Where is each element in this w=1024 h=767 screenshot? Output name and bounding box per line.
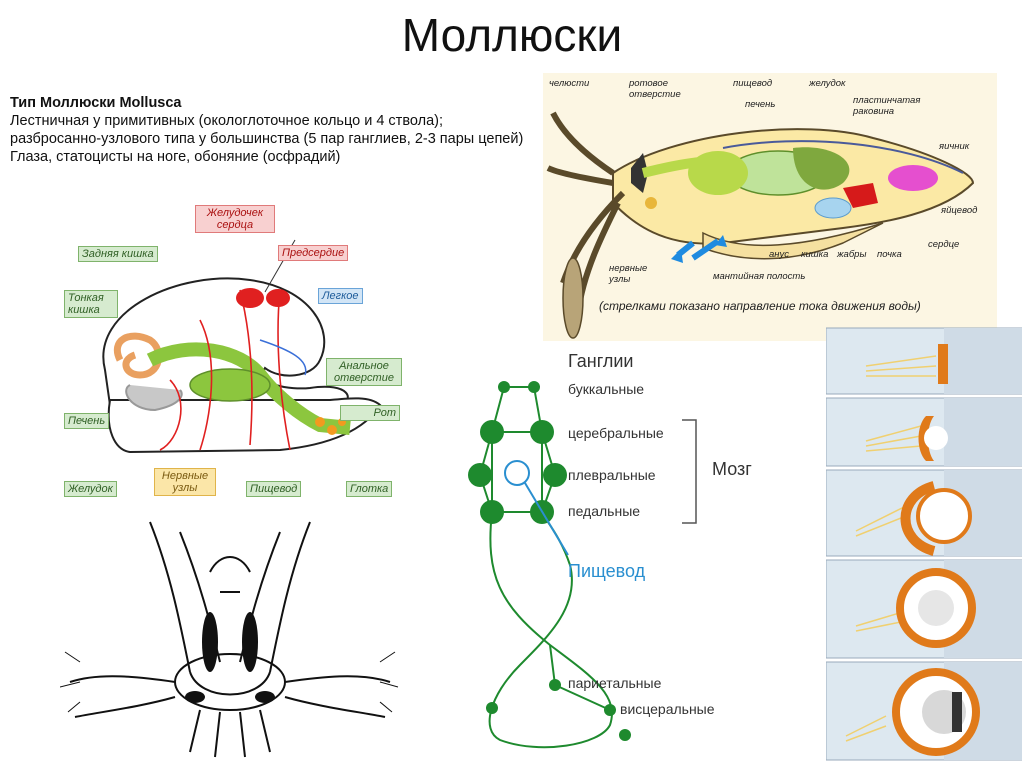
label-heart-ventricle: Желудочек сердца	[195, 205, 275, 233]
ceph-label-kidney: почка	[877, 249, 902, 260]
nervous-system-sketch	[59, 521, 399, 758]
label-atrium: Предсердие	[278, 245, 349, 261]
ganglia-pleural: плевральные	[568, 467, 656, 483]
ganglia-visceral: висцеральные	[620, 701, 715, 717]
ceph-label-heart: сердце	[928, 239, 960, 250]
ceph-label-ovary: яичник	[939, 141, 970, 152]
ganglia-diagram: Ганглии буккальные церебральные плевраль…	[460, 345, 790, 760]
description-line-2: Глаза, статоцисты на ноге, обоняние (осф…	[10, 149, 341, 165]
ganglia-esophagus: Пищевод	[568, 561, 646, 581]
label-esophagus: Пищевод	[246, 481, 302, 497]
ganglia-buccal: буккальные	[568, 381, 645, 397]
description-heading: Тип Моллюски Mollusca	[10, 95, 182, 111]
ceph-label-mouth-opening: ротовое отверстие	[629, 78, 681, 100]
label-hind-gut: Задняя кишка	[78, 246, 158, 262]
nervous-system-drawing	[59, 512, 400, 762]
label-pharynx: Глотка	[346, 481, 393, 497]
ceph-label-mantle-cavity: мантийная полость	[713, 271, 806, 282]
ganglia-cerebral: церебральные	[568, 425, 664, 441]
label-small-intestine: Тонкая кишка	[64, 290, 118, 318]
ceph-label-nerve-nodes: нервные узлы	[609, 263, 648, 285]
eye-evolution-drawing	[825, 327, 1023, 761]
ganglia-header: Ганглии	[568, 351, 634, 371]
description-text: Тип Моллюски Mollusca Лестничная у прими…	[10, 94, 530, 166]
snail-drawing	[102, 239, 382, 454]
ceph-label-shell: пластинчатая раковина	[853, 95, 921, 117]
ceph-label-liver: печень	[745, 99, 776, 110]
label-liver: Печень	[64, 413, 110, 429]
ceph-label-stomach: желудок	[809, 78, 846, 89]
ganglia-pedal: педальные	[568, 503, 641, 519]
ceph-label-esophagus: пищевод	[733, 78, 773, 89]
ceph-label-intestine: кишка	[801, 249, 829, 260]
description-line-1: Лестничная у примитивных (окологлоточное…	[10, 113, 524, 147]
ceph-label-oviduct: яйцевод	[941, 205, 978, 216]
ceph-caption: (стрелками показано направление тока дви…	[599, 299, 921, 313]
label-stomach: Желудок	[64, 481, 117, 497]
ganglia-brain: Мозг	[712, 459, 752, 479]
ceph-label-gills: жабры	[837, 249, 867, 260]
ceph-label-jaws: челюсти	[549, 78, 590, 89]
label-anal-opening: Анальное отверстие	[326, 358, 402, 386]
ganglia-parietal: париетальные	[568, 675, 662, 691]
cephalopod-diagram: челюсти ротовое отверстие пищевод желудо…	[543, 73, 997, 341]
cephalopod-drawing	[546, 111, 975, 339]
eye-evolution-panels	[825, 326, 1023, 762]
ceph-label-anus: анус	[769, 249, 790, 260]
snail-diagram: Желудочек сердца Предсердие Задняя кишка…	[50, 200, 410, 500]
label-mouth: Рот	[340, 405, 400, 421]
label-lung: Легкое	[318, 288, 363, 304]
label-nerve-ganglia: Нервные узлы	[154, 468, 216, 496]
ganglia-drawing	[468, 381, 697, 749]
slide-title: Моллюски	[401, 9, 623, 61]
